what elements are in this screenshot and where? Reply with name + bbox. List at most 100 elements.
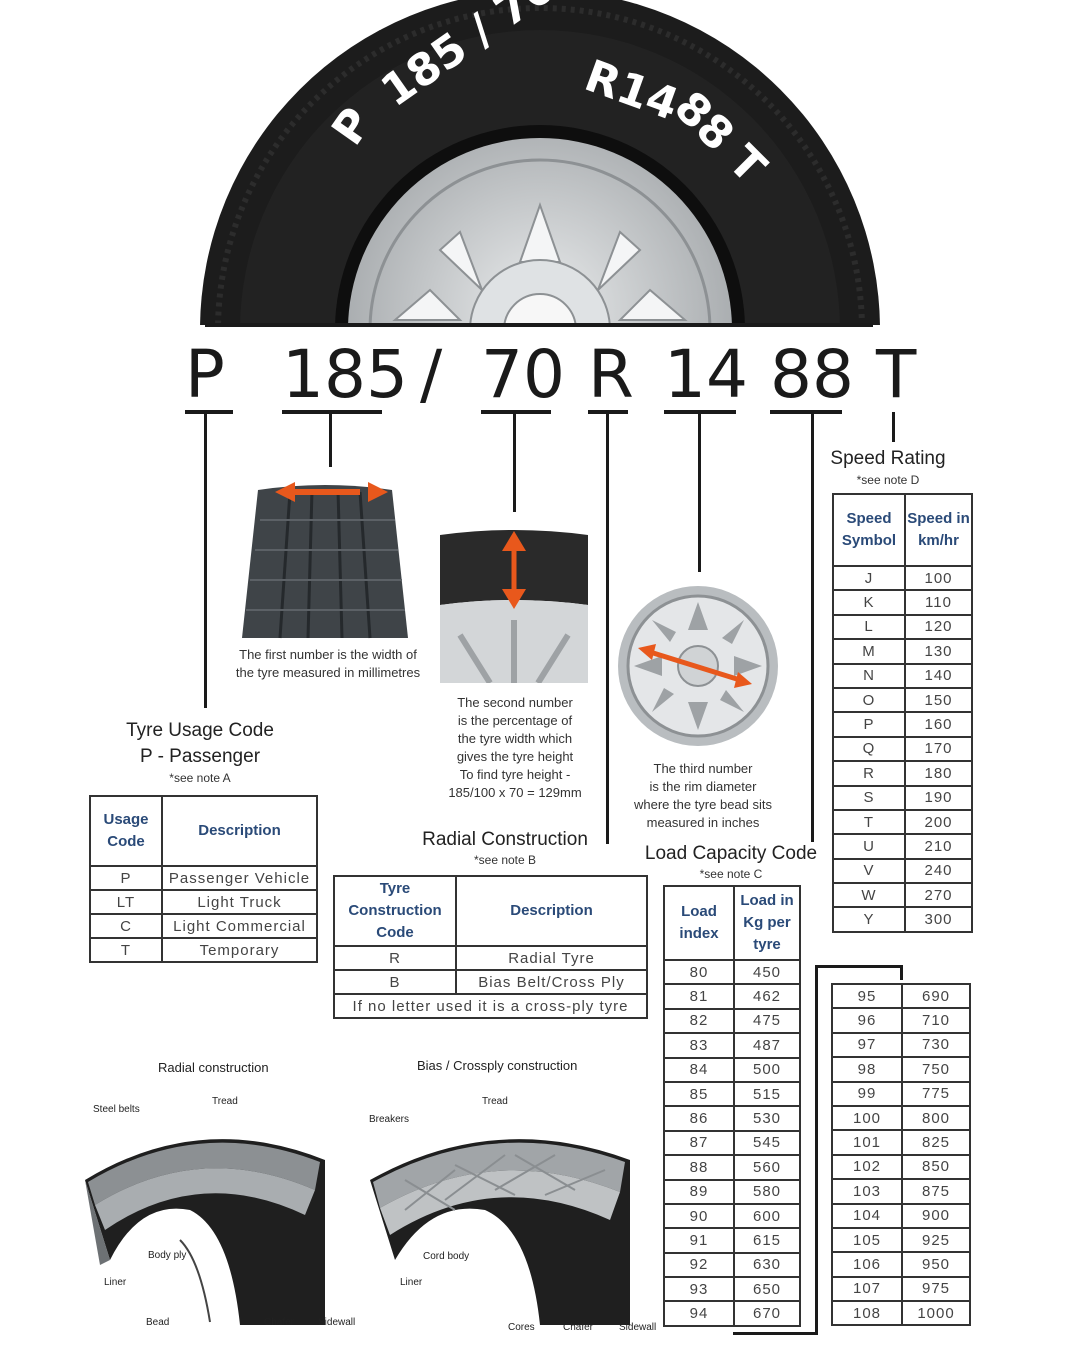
label-radial-liner: Liner xyxy=(104,1277,127,1288)
connector-usage xyxy=(204,412,207,708)
aspect-caption-line-2: is the percentage of xyxy=(457,713,573,728)
speed-header-kmh: Speed in km/hr xyxy=(904,493,973,567)
row-key-cell: 102 xyxy=(831,1153,903,1181)
row-key-cell: Q xyxy=(832,735,906,763)
row-value-cell: 775 xyxy=(901,1080,971,1107)
radial-construction-diagram xyxy=(85,1139,325,1325)
load-bracket-bottom xyxy=(733,1332,818,1335)
row-value-cell: 825 xyxy=(901,1129,971,1156)
label-radial-sidewall: Sidewall xyxy=(318,1317,356,1328)
code-construction: R xyxy=(588,336,634,414)
row-key-cell: 88 xyxy=(663,1154,735,1181)
row-value-cell: 100 xyxy=(904,564,973,592)
row-key-cell: 91 xyxy=(663,1227,735,1254)
usage-heading: Tyre Usage Code xyxy=(126,720,274,741)
row-value-cell: 500 xyxy=(733,1056,801,1083)
connector-aspect xyxy=(513,412,516,512)
row-value-cell: 925 xyxy=(901,1226,971,1254)
code-load: 88 xyxy=(770,336,854,414)
row-key-cell: 81 xyxy=(663,983,735,1010)
aspect-caption-line-6: 185/100 x 70 = 129mm xyxy=(448,785,582,800)
load-bracket xyxy=(815,965,818,1335)
row-value-cell: 190 xyxy=(904,784,973,811)
row-key-cell: R xyxy=(832,760,906,787)
row-key-cell: 96 xyxy=(831,1007,903,1034)
row-key-cell: Y xyxy=(832,906,906,933)
row-value-cell: 140 xyxy=(904,662,973,689)
speed-heading: Speed Rating xyxy=(830,448,946,469)
row-key-cell: 99 xyxy=(831,1080,903,1107)
row-key-cell: K xyxy=(832,589,906,616)
row-key-cell: O xyxy=(832,686,906,714)
code-slash: / xyxy=(420,336,443,413)
row-value-cell: 120 xyxy=(904,613,973,641)
row-value-cell: 530 xyxy=(733,1105,801,1132)
load-note: *see note C xyxy=(699,867,763,881)
label-radial-tread: Tread xyxy=(212,1096,238,1107)
code-rim: 14 xyxy=(664,336,748,414)
row-key-cell: M xyxy=(832,638,906,665)
row-value-cell: 650 xyxy=(733,1276,801,1303)
row-value-cell: 560 xyxy=(733,1154,801,1181)
label-bias-liner: Liner xyxy=(400,1277,423,1288)
speed-note: *see note D xyxy=(856,473,920,487)
speed-header-symbol: Speed Symbol xyxy=(832,493,906,567)
row-key-cell: U xyxy=(832,833,906,860)
row-value-cell: 600 xyxy=(733,1202,801,1230)
row-value-cell: 800 xyxy=(901,1104,971,1132)
row-key-cell: 104 xyxy=(831,1202,903,1229)
row-key-cell: 106 xyxy=(831,1251,903,1278)
row-value-cell: 170 xyxy=(904,735,973,763)
load-header-index: Load index xyxy=(663,885,735,961)
code-usage: P xyxy=(185,342,233,414)
row-value-cell: 975 xyxy=(901,1275,971,1303)
label-bias-tread: Tread xyxy=(482,1096,508,1107)
row-key-cell: 87 xyxy=(663,1129,735,1157)
load-bracket-top xyxy=(815,965,903,968)
construction-footer: If no letter used it is a cross-ply tyre xyxy=(333,993,648,1019)
construction-header-description: Description xyxy=(455,875,648,947)
row-key-cell: 92 xyxy=(663,1251,735,1279)
rim-caption-line-1: The third number xyxy=(653,761,753,776)
row-key-cell: 89 xyxy=(663,1178,735,1205)
row-value-cell: 487 xyxy=(733,1032,801,1059)
code-width: 185 xyxy=(282,336,408,414)
row-key-cell: 101 xyxy=(831,1129,903,1156)
row-value-cell: 300 xyxy=(904,906,973,933)
row-value-cell: 950 xyxy=(901,1251,971,1278)
row-key-cell: 94 xyxy=(663,1300,735,1327)
label-bead: Bead xyxy=(146,1317,170,1328)
row-value-cell: 850 xyxy=(901,1153,971,1181)
bias-construction-diagram xyxy=(370,1139,630,1325)
row-value-cell: 130 xyxy=(904,638,973,665)
aspect-caption-line-1: The second number xyxy=(457,695,573,710)
row-value-cell: 180 xyxy=(904,760,973,787)
row-value-cell: 515 xyxy=(733,1080,801,1108)
row-key-cell: 86 xyxy=(663,1105,735,1132)
row-value-cell: 462 xyxy=(733,983,801,1010)
